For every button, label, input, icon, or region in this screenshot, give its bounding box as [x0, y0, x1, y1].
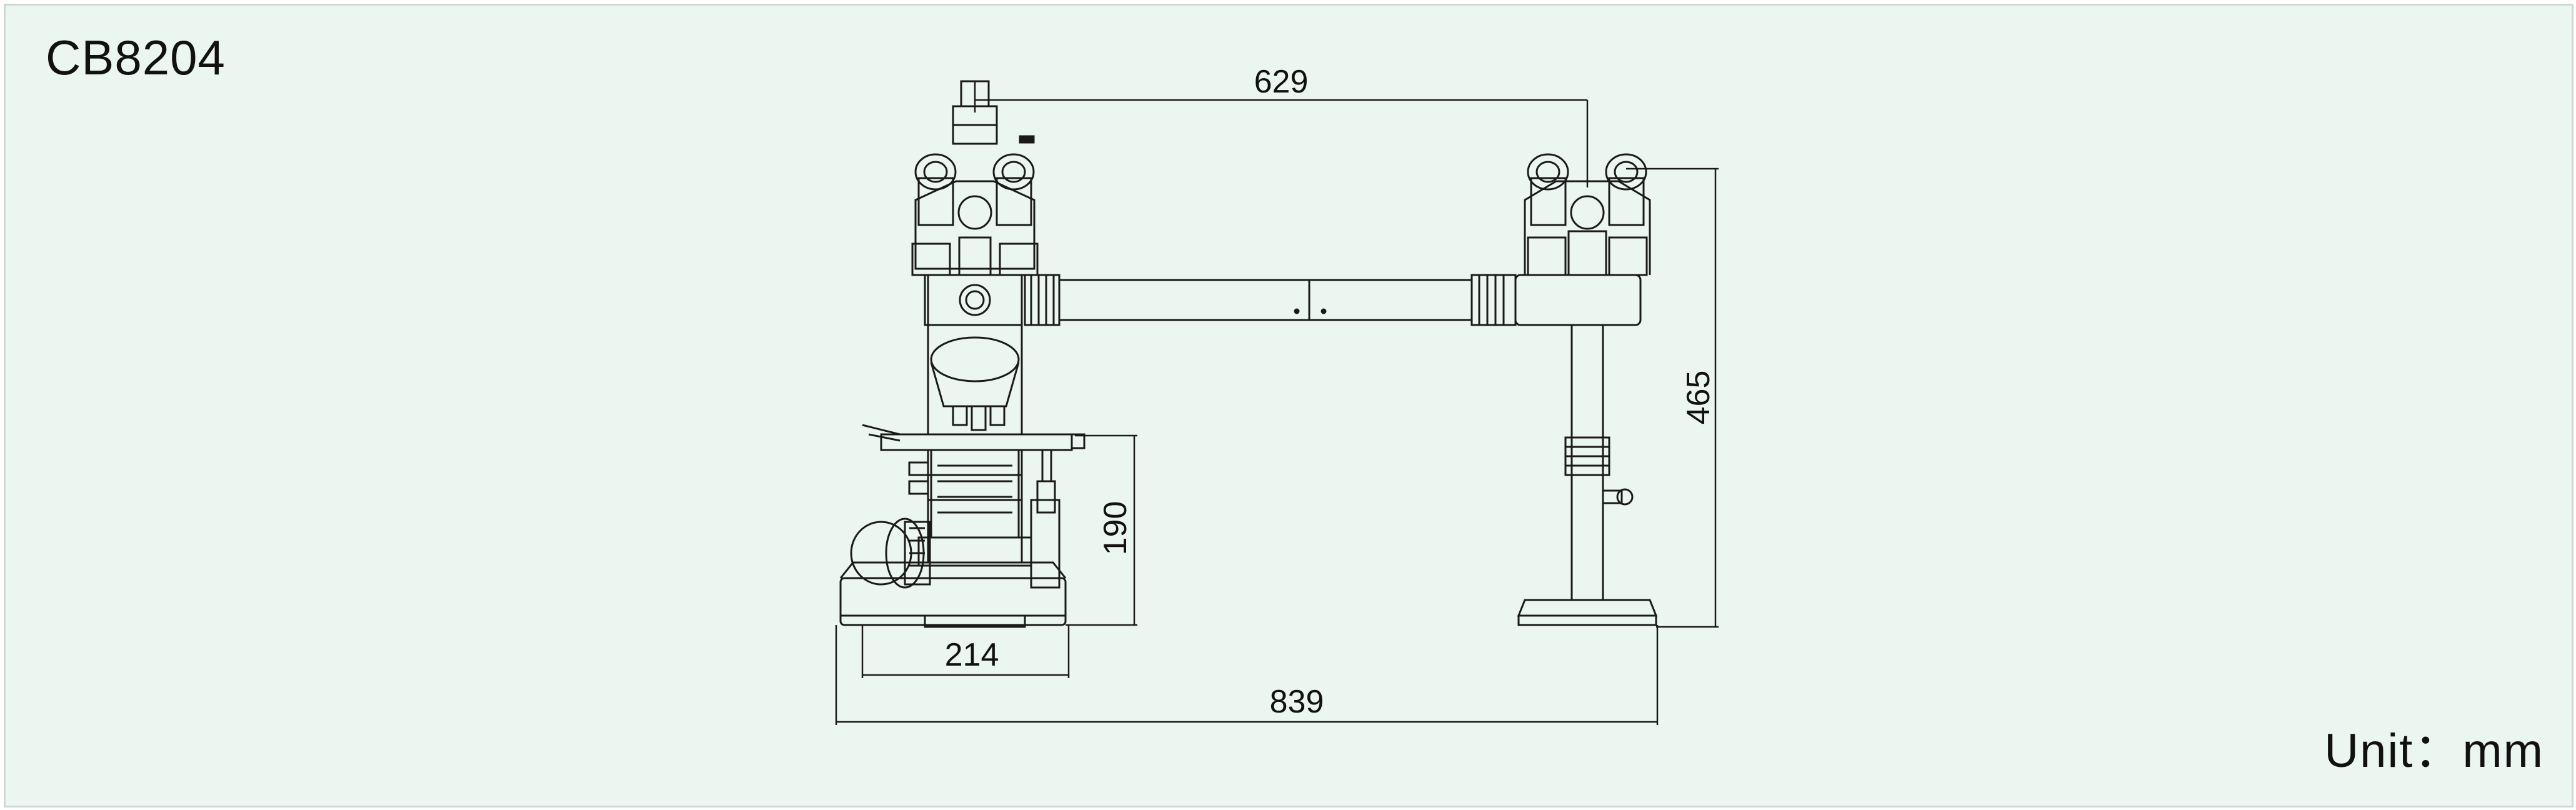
model-label: CB8204 [46, 30, 226, 85]
main-microscope [839, 80, 1086, 628]
second-observer-head [1517, 153, 1658, 626]
dim-base-width: 214 [945, 637, 999, 673]
dimension-lines [835, 81, 1719, 725]
dim-stage-height: 190 [1097, 501, 1134, 556]
unit-label: Unit：mm [2324, 724, 2544, 778]
dim-total-height: 465 [1680, 371, 1717, 425]
bridge-arm [924, 274, 1642, 326]
dim-arm-span: 629 [1254, 64, 1309, 100]
diagram-frame: CB8204 Unit：mm [4, 4, 2574, 808]
dim-total-width: 839 [1270, 684, 1324, 720]
